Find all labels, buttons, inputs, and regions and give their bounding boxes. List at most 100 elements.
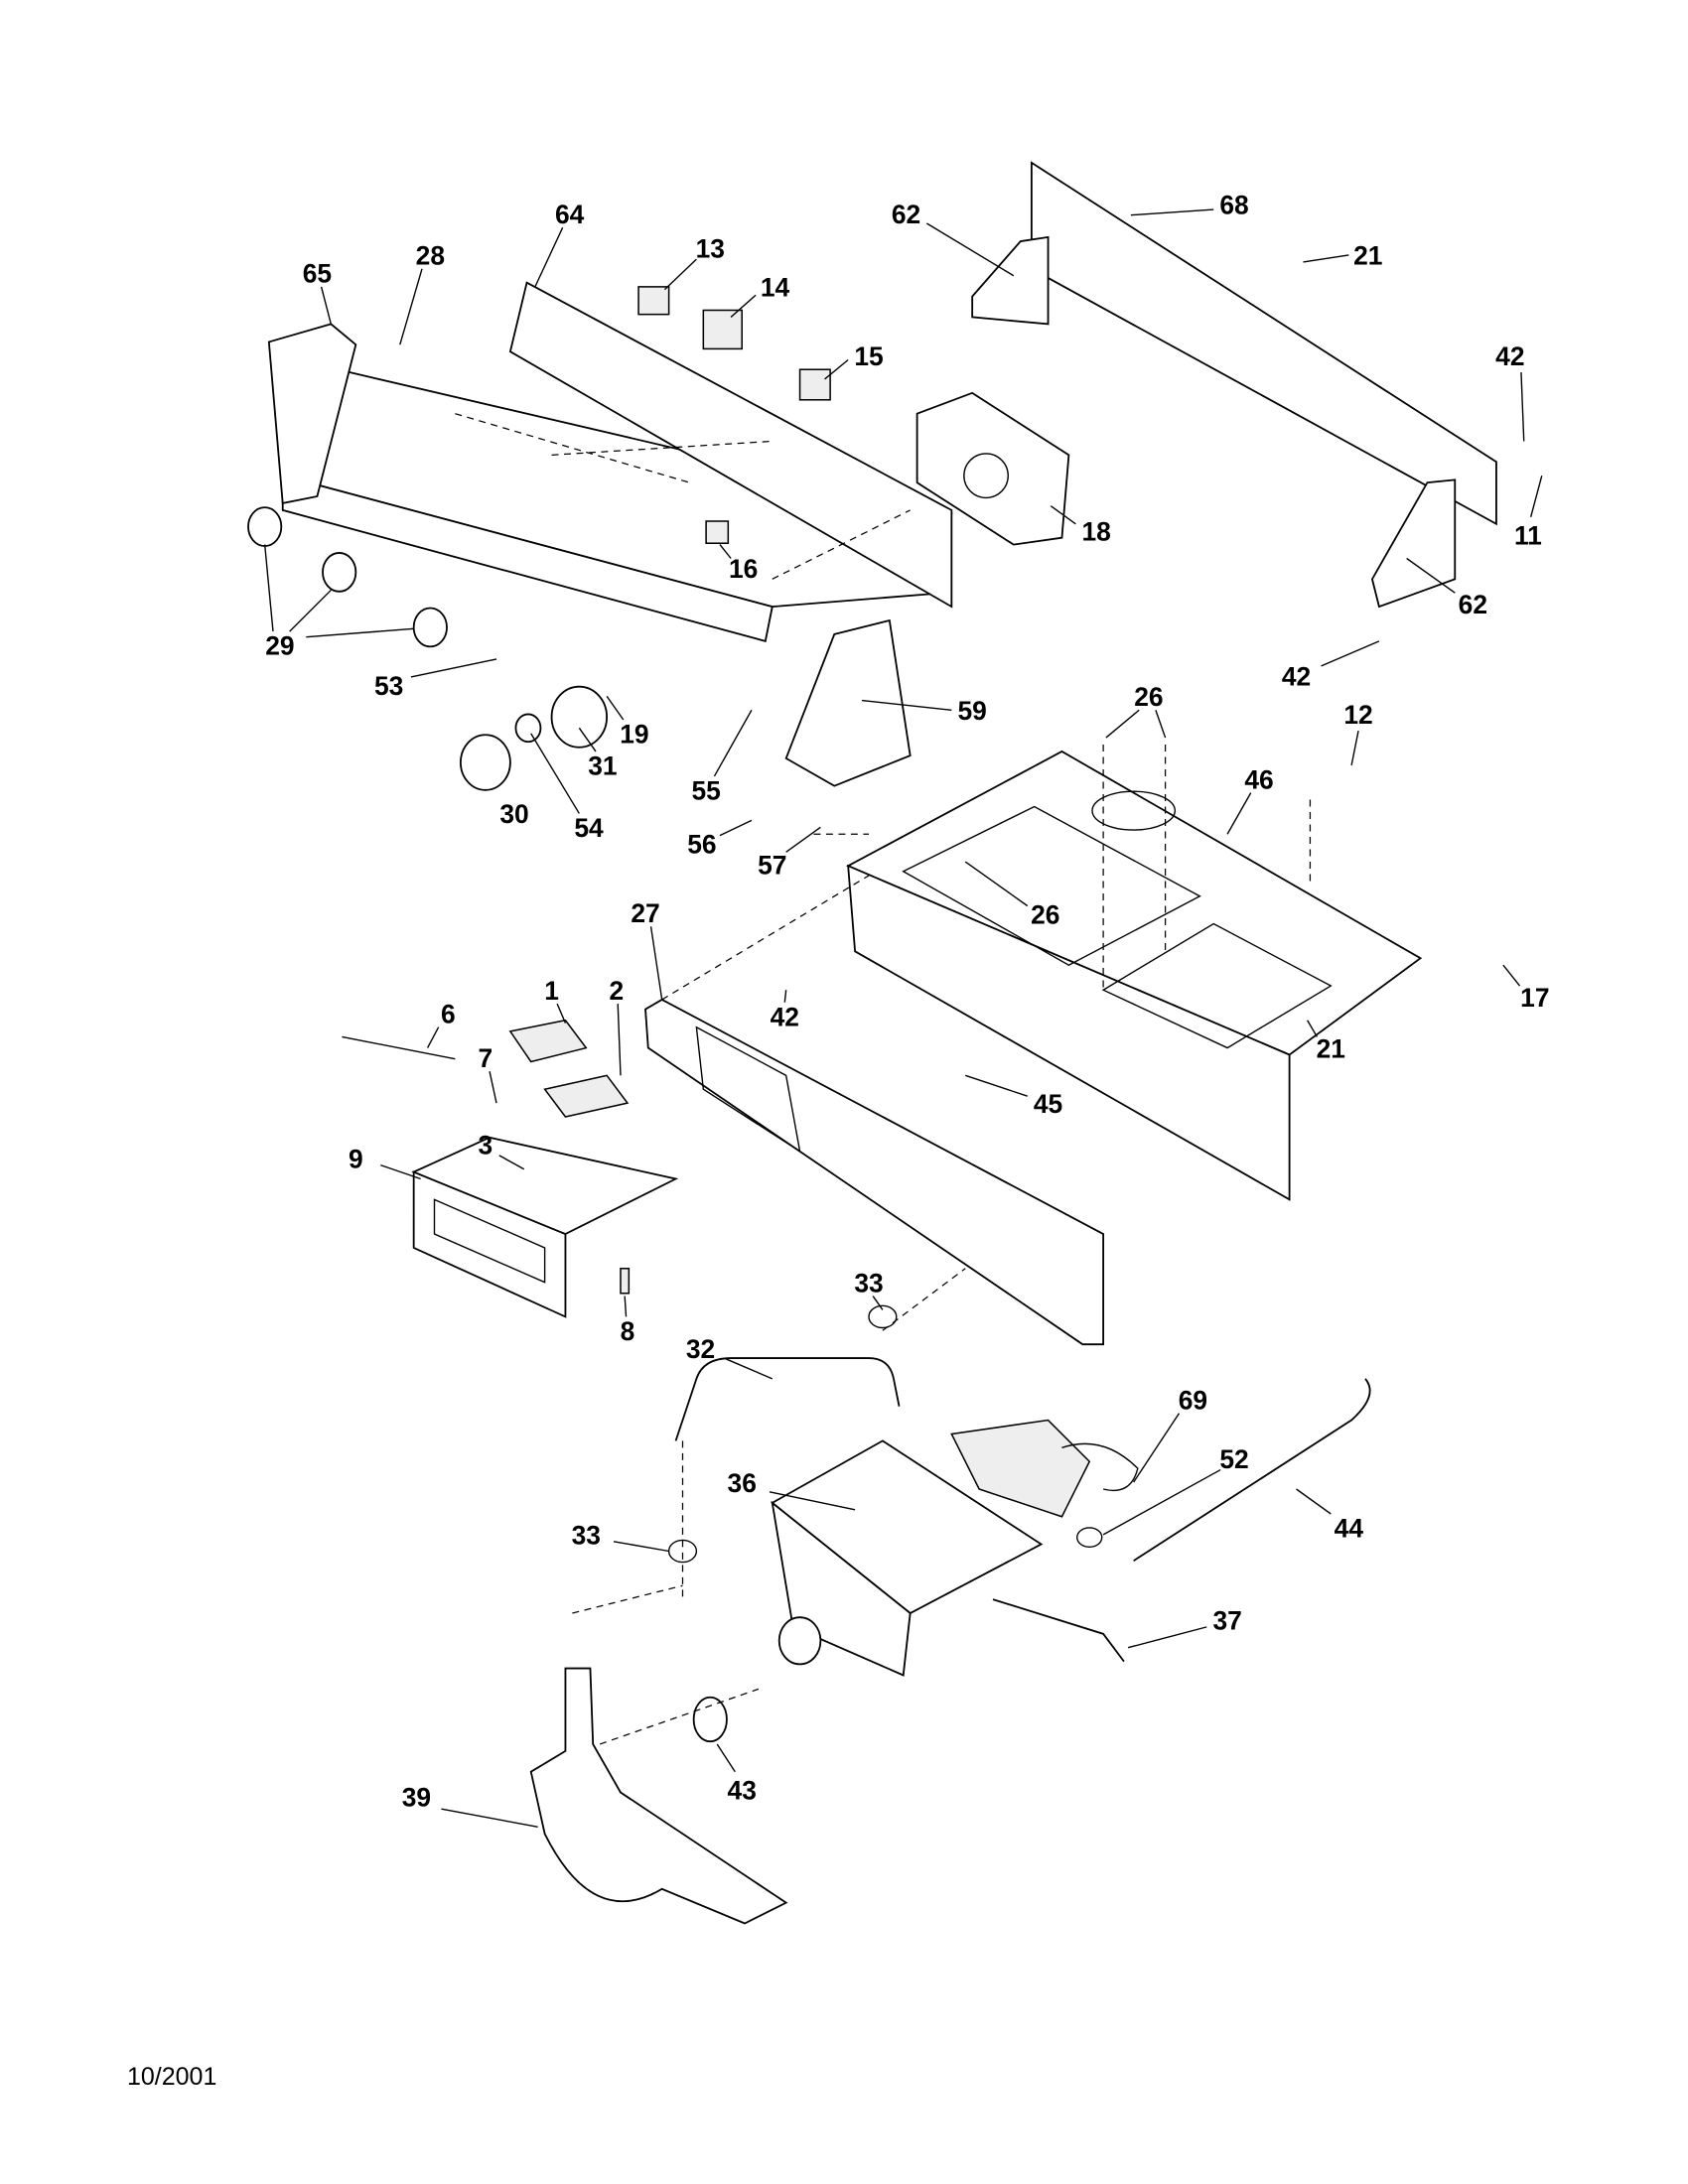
callout-9: 9 [349,1144,363,1173]
callout-32: 32 [686,1334,715,1364]
hose-44 [1133,1378,1371,1562]
leader-line-53 [410,658,497,678]
leader-line-29 [306,627,414,638]
leader-line-56 [719,819,753,837]
leader-line-68 [1130,208,1214,216]
valve [950,1419,1091,1518]
leader-line-39 [441,1808,538,1828]
leader-line-31 [578,727,597,752]
leader-line-32 [723,1357,774,1380]
callout-11: 11 [1514,521,1542,551]
callout-16: 16 [729,554,758,584]
hose-32 [674,1357,901,1441]
leader-line-29 [263,544,274,632]
leader-line-13 [663,258,697,291]
callout-28: 28 [416,241,445,271]
leader-line-3 [498,1155,525,1170]
cap-1 [508,1019,588,1063]
leader-lines [263,208,1543,1828]
wire-69 [1061,1442,1139,1491]
leader-line-64 [534,226,564,288]
callout-46: 46 [1244,764,1273,794]
callout-26: 26 [1031,900,1059,930]
leader-line-15 [824,358,849,380]
leader-line-37 [1127,1626,1207,1649]
callout-6: 6 [441,1000,456,1029]
leader-line-42 [1520,371,1525,442]
callout-57: 57 [758,851,786,881]
leader-line-7 [489,1071,497,1104]
callout-43: 43 [728,1776,757,1806]
leader-line-42 [1321,640,1380,667]
leader-line-43 [716,1743,736,1773]
control-panel-endcap [267,323,357,505]
callout-13: 13 [696,234,725,264]
callout-12: 12 [1343,700,1372,730]
end-cap-59 [784,618,912,787]
bracket-right [1370,478,1457,609]
callout-45: 45 [1034,1089,1062,1119]
leader-line-26 [964,861,1029,907]
leader-line-46 [1226,792,1252,835]
leader-line-9 [380,1163,421,1180]
knobs [247,506,609,791]
callout-68: 68 [1219,190,1248,219]
bracket-left [971,235,1050,326]
leader-line-21 [1303,254,1349,263]
leader-line-36 [769,1491,856,1511]
rear-panel [1030,161,1497,526]
top-frame-front [847,864,1291,1201]
callout-54: 54 [574,813,604,843]
callout-37: 37 [1212,1606,1241,1636]
leader-line-26 [1105,709,1140,739]
revision-date: 10/2001 [127,2063,217,2091]
cap-2 [543,1074,630,1118]
callout-30: 30 [499,799,528,829]
leader-line-55 [713,709,753,777]
callout-62: 62 [1459,590,1487,619]
callout-42: 42 [1282,661,1311,691]
callout-44: 44 [1335,1514,1364,1544]
leader-line-33 [872,1296,884,1310]
switches [637,286,831,544]
callout-42: 42 [1495,341,1524,371]
leader-line-16 [719,544,732,559]
switch-mount-panel [508,281,953,609]
callout-52: 52 [1219,1444,1248,1474]
leader-line-26 [1155,710,1167,739]
timer [915,391,1070,546]
leader-line-57 [785,826,821,853]
callout-21: 21 [1353,241,1382,271]
leader-line-6 [426,1026,440,1048]
callout-59: 59 [957,696,986,726]
callout-7: 7 [479,1043,493,1073]
callout-2: 2 [609,976,624,1006]
callout-15: 15 [854,341,883,371]
bellows-37 [992,1598,1125,1663]
leader-line-11 [1529,475,1543,518]
leader-line-8 [624,1296,628,1317]
clamp-33a [868,1304,898,1329]
leader-line-54 [530,733,580,814]
leader-line-62 [925,222,1015,277]
assembly-lines [455,413,1312,1745]
callout-14: 14 [761,273,790,303]
callout-65: 65 [303,259,332,289]
callout-17: 17 [1520,983,1549,1013]
callout-53: 53 [374,671,403,701]
leader-line-45 [965,1074,1028,1097]
callout-26: 26 [1134,682,1163,712]
parts-drawing [247,161,1497,1925]
leader-line-2 [617,1004,622,1076]
callout-27: 27 [631,898,659,928]
callout-69: 69 [1179,1385,1207,1415]
leader-line-19 [606,695,625,721]
seal-43 [692,1696,728,1743]
callout-3: 3 [479,1131,493,1160]
leader-line-27 [649,926,663,1001]
callout-36: 36 [728,1468,757,1498]
leader-line-12 [1350,730,1359,765]
callout-33: 33 [854,1268,883,1297]
callout-18: 18 [1081,516,1110,546]
